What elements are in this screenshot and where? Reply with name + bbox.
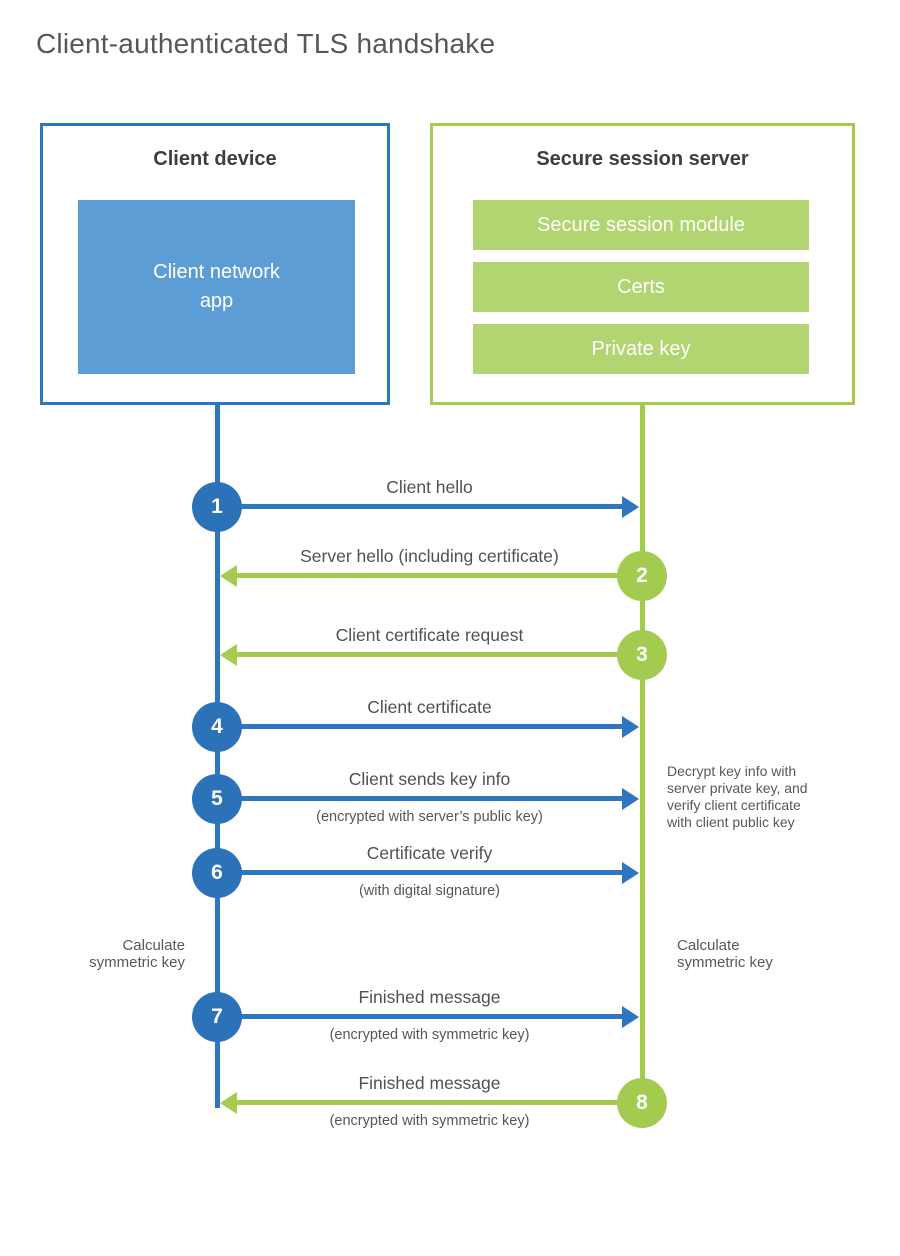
step-circle: 2	[617, 551, 667, 601]
server-module-certs: Certs	[473, 262, 809, 312]
message-label: Client hello	[386, 477, 473, 497]
message-label: Client certificate request	[335, 625, 524, 645]
arrow-left-icon	[220, 644, 237, 666]
message-label: Certificate verify	[366, 843, 493, 863]
step-number: 5	[211, 787, 223, 810]
message-label: Client sends key info	[348, 769, 511, 789]
message-arrow-line	[217, 796, 622, 801]
message-arrow-line	[237, 573, 642, 578]
message-label: Client certificate	[367, 697, 492, 717]
client-network-app-box: Client network app	[78, 200, 355, 374]
message-arrow-line	[217, 724, 622, 729]
secure-session-server-box: Secure session server Secure session mod…	[430, 123, 855, 405]
arrow-right-icon	[622, 496, 639, 518]
server-module-secure-session: Secure session module	[473, 200, 809, 250]
message-label: Finished message	[358, 1073, 501, 1093]
calculate-symmetric-key-note-client: Calculate symmetric key	[89, 937, 185, 971]
message-arrow-line	[237, 652, 642, 657]
step-circle: 4	[192, 702, 242, 752]
server-module-private-key: Private key	[473, 324, 809, 374]
message-label: Finished message	[358, 987, 501, 1007]
client-lifeline	[215, 404, 220, 1108]
arrow-left-icon	[220, 565, 237, 587]
message-label: Server hello (including certificate)	[300, 546, 559, 566]
page-title: Client-authenticated TLS handshake	[36, 28, 496, 59]
step-number: 3	[636, 643, 648, 666]
message-sublabel: (encrypted with symmetric key)	[329, 1113, 530, 1129]
step-circle: 7	[192, 992, 242, 1042]
step-number: 2	[636, 564, 648, 587]
step-circle: 1	[192, 482, 242, 532]
message-sublabel: (encrypted with server’s public key)	[316, 809, 543, 825]
client-device-box: Client device Client network app	[40, 123, 390, 405]
message-arrow-line	[217, 870, 622, 875]
step-circle: 5	[192, 774, 242, 824]
decrypt-key-note: Decrypt key info with server private key…	[667, 763, 808, 830]
step-number: 4	[211, 715, 223, 738]
step-number: 6	[211, 861, 223, 884]
arrow-right-icon	[622, 716, 639, 738]
calculate-symmetric-key-note-server: Calculate symmetric key	[677, 937, 773, 971]
message-sublabel: (encrypted with symmetric key)	[329, 1027, 530, 1043]
message-arrow-line	[237, 1100, 642, 1105]
step-number: 7	[211, 1005, 223, 1028]
message-sublabel: (with digital signature)	[358, 883, 501, 899]
message-arrow-line	[217, 504, 622, 509]
step-number: 1	[211, 495, 223, 518]
server-lifeline	[640, 404, 645, 1104]
arrow-right-icon	[622, 1006, 639, 1028]
step-circle: 6	[192, 848, 242, 898]
step-circle: 8	[617, 1078, 667, 1128]
arrow-left-icon	[220, 1092, 237, 1114]
client-device-title: Client device	[153, 148, 277, 170]
message-arrow-line	[217, 1014, 622, 1019]
secure-session-server-title: Secure session server	[536, 148, 749, 170]
arrow-right-icon	[622, 788, 639, 810]
step-circle: 3	[617, 630, 667, 680]
arrow-right-icon	[622, 862, 639, 884]
step-number: 8	[636, 1091, 648, 1114]
